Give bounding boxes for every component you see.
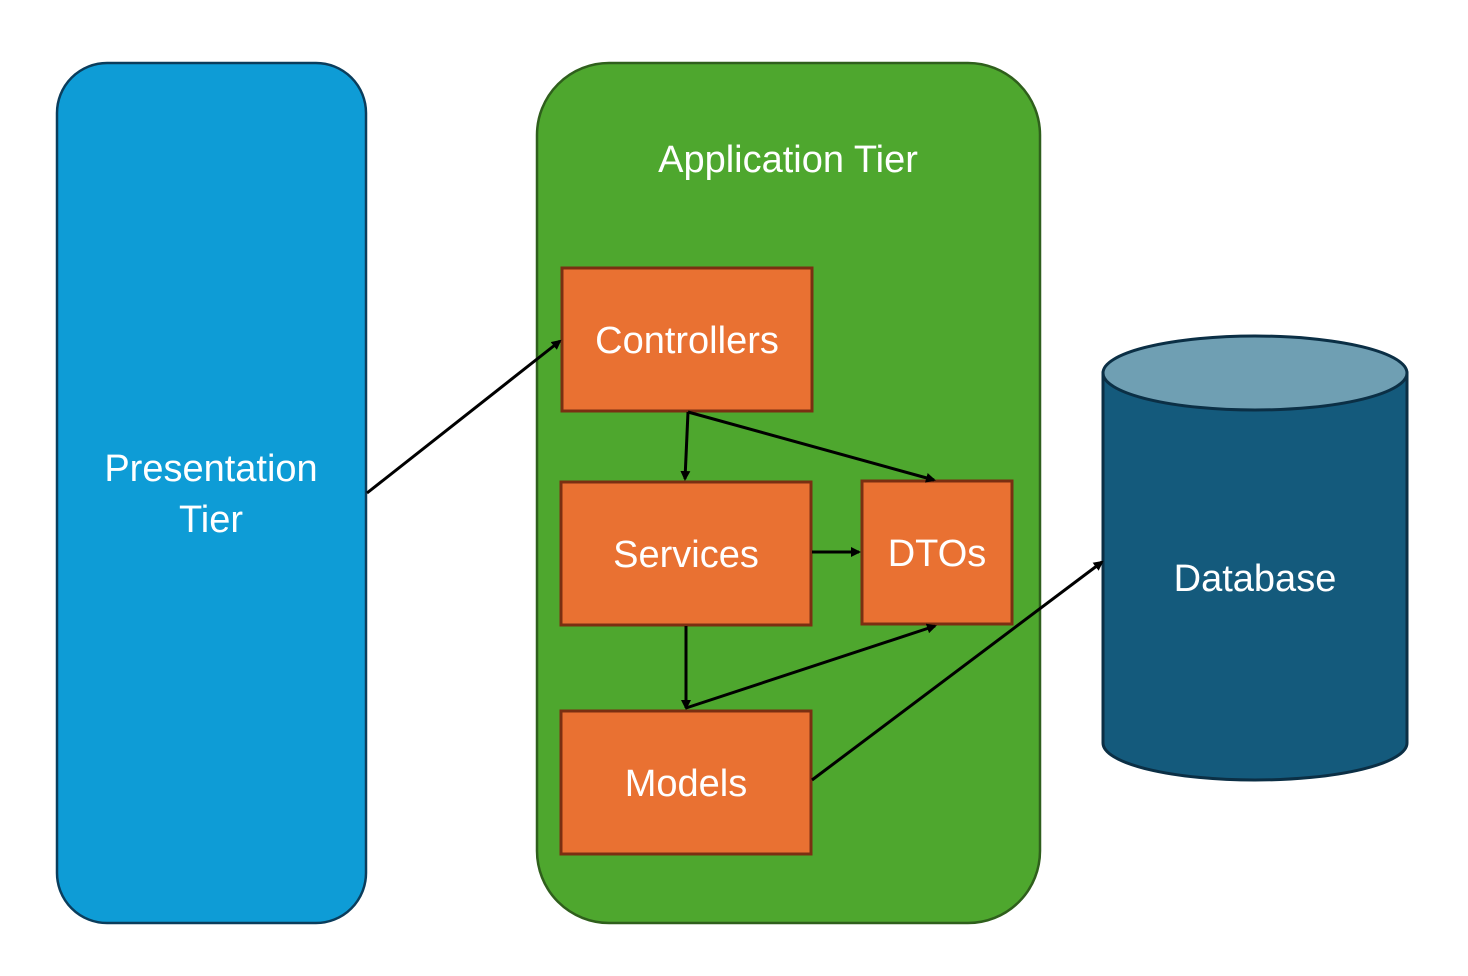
presentation-tier-label-line2: Tier [179,499,243,541]
arrow-models-to-database [811,560,1104,782]
controllers-box: Controllers [560,266,814,413]
services-box: Services [559,480,813,627]
presentation-tier-box: Presentation Tier [55,61,368,925]
models-box: Models [559,709,813,856]
database-label: Database [1174,558,1337,600]
arrow-controllers-to-services [680,411,691,481]
controllers-label: Controllers [595,320,779,362]
services-label: Services [613,534,759,576]
connector-arrows [366,339,1104,782]
database-cylinder: Database [1101,334,1409,782]
dtos-box: DTOs [860,479,1014,626]
arrow-controllers-to-dtos [687,410,936,483]
arrow-presentation-to-controllers [366,339,562,495]
application-tier-label: Application Tier [658,139,918,181]
dtos-label: DTOs [888,533,987,575]
arrow-models-to-dtos [685,623,937,710]
models-label: Models [625,763,748,805]
presentation-tier-label-line1: Presentation [104,448,317,490]
